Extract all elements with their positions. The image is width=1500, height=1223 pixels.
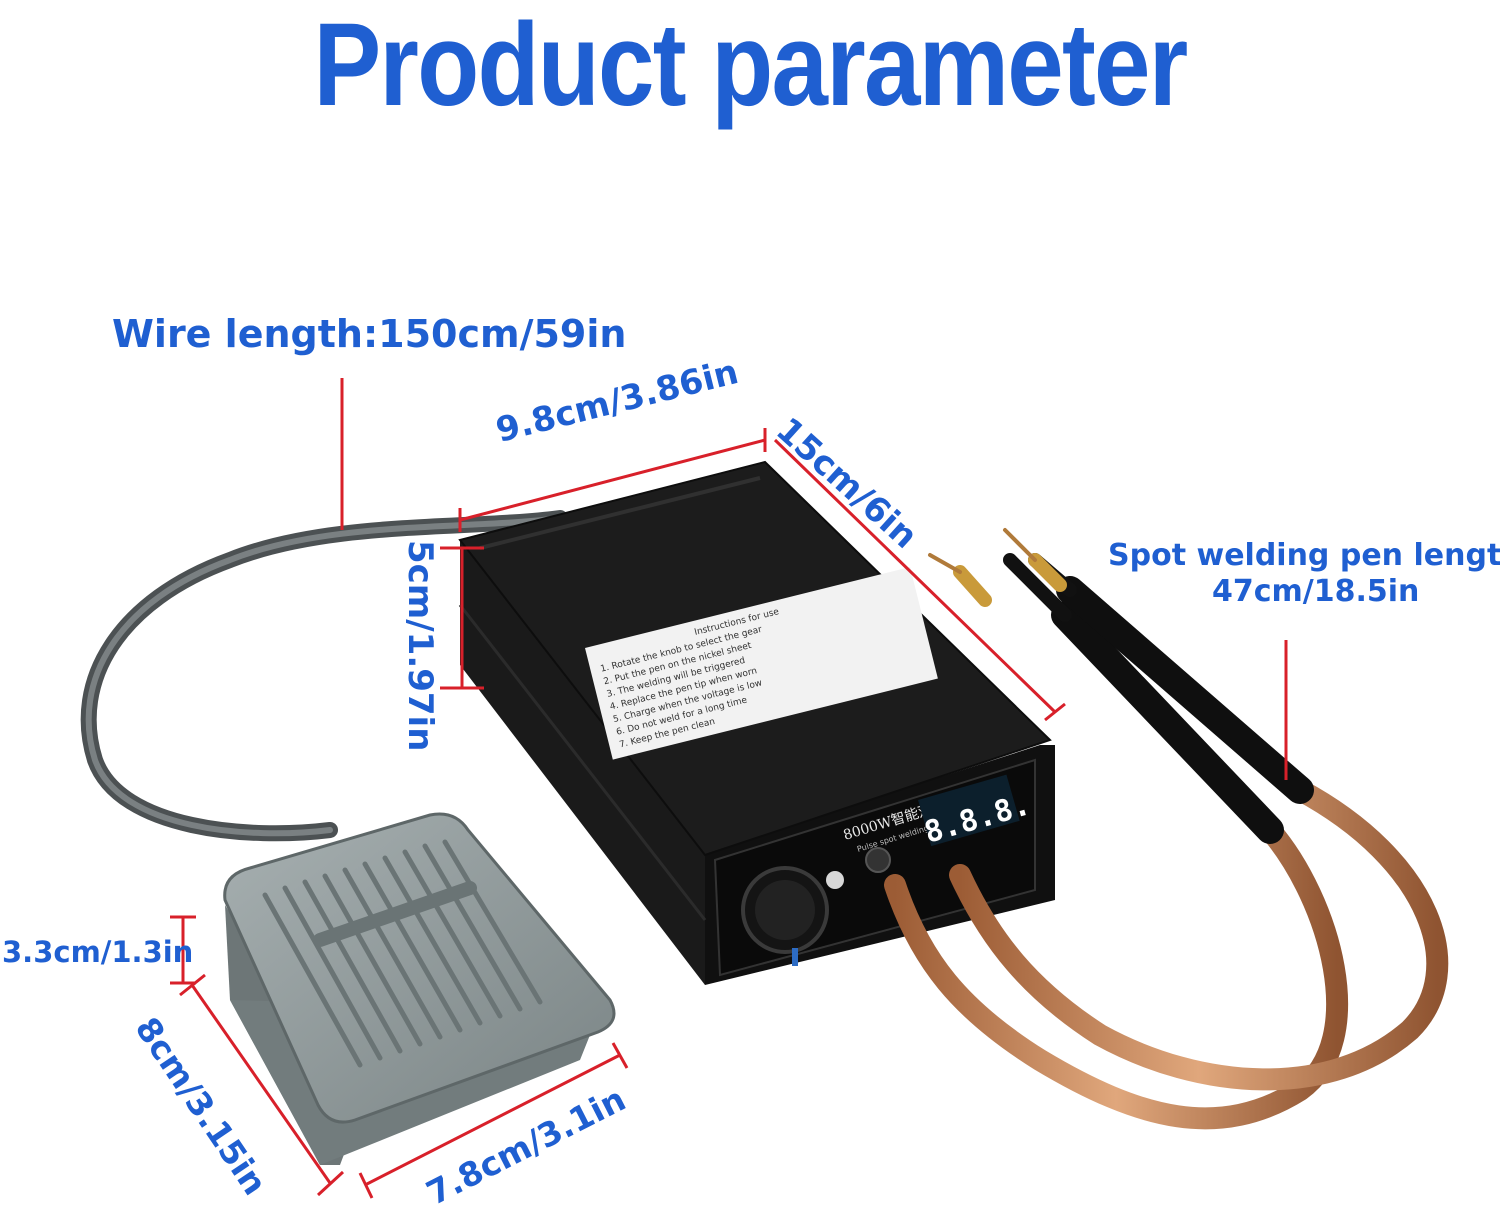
height-label: 5cm/1.97in [400, 540, 440, 752]
dimension-lines [170, 378, 1288, 1199]
pen-length-label-line2: 47cm/18.5in [1212, 574, 1420, 609]
welding-pens [928, 528, 1314, 844]
pen-length-label-line1: Spot welding pen length: [1108, 538, 1500, 573]
instruction-label [585, 566, 938, 760]
pedal-height-label: 3.3cm/1.3in [2, 935, 194, 969]
page-title: Product parameter [313, 0, 1188, 131]
wire-length-label: Wire length:150cm/59in [112, 312, 627, 356]
foot-pedal [223, 812, 616, 1165]
welding-cables [884, 779, 1449, 1130]
